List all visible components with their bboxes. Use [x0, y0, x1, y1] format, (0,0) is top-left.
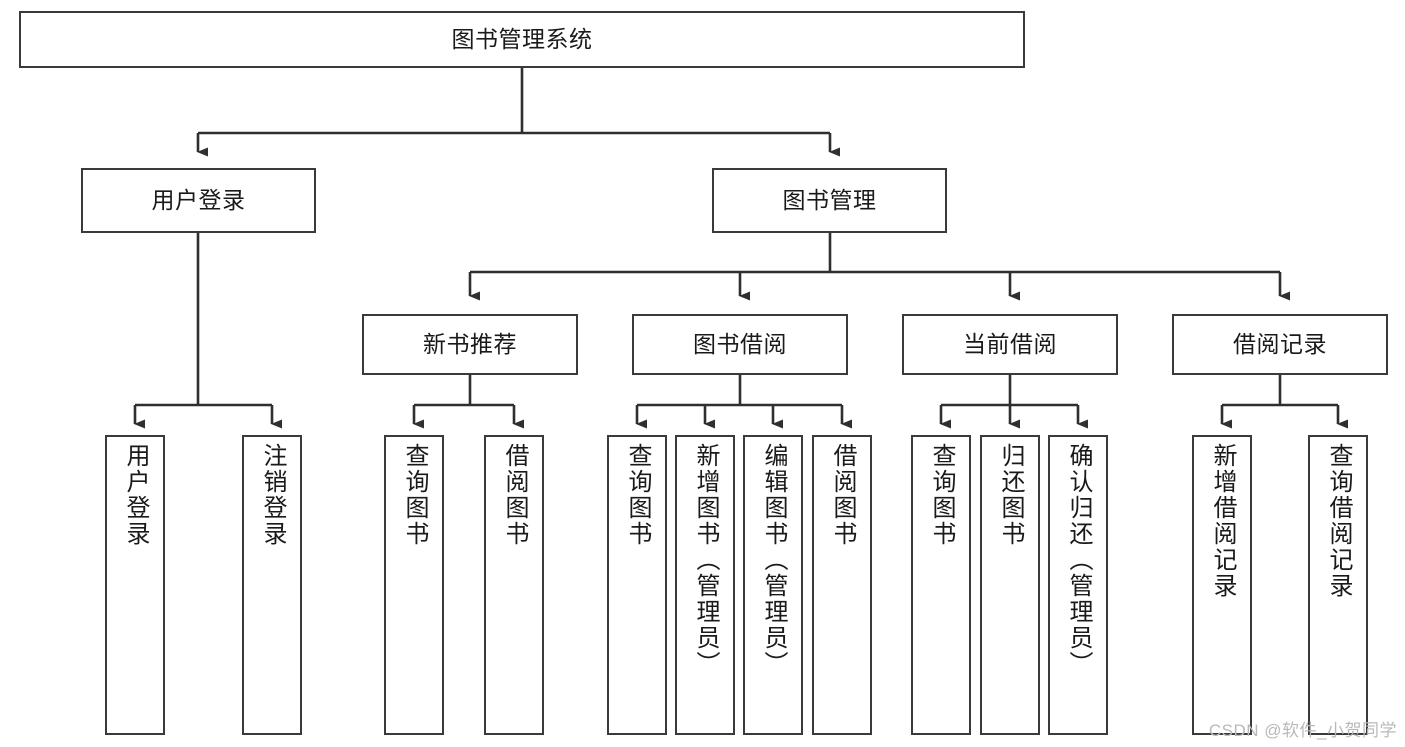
leaf-user-logout[interactable]: 注销登录 — [242, 435, 302, 735]
node-label: 借阅记录 — [1233, 330, 1327, 357]
node-borrow-record[interactable]: 借阅记录 — [1172, 314, 1388, 375]
node-label: 借阅图书 — [829, 443, 856, 547]
book-manage-connectors — [468, 233, 1290, 301]
node-label: 图书借阅 — [693, 330, 787, 357]
node-label: 编辑图书（管理员） — [760, 443, 787, 677]
node-label: 新增借阅记录 — [1209, 443, 1236, 599]
user-login-connectors — [133, 233, 282, 429]
leaf-current-query-book[interactable]: 查询图书 — [911, 435, 971, 735]
node-label: 用户登录 — [122, 443, 149, 547]
new-book-connectors — [412, 375, 524, 429]
node-label: 新书推荐 — [423, 330, 517, 357]
node-label: 查询借阅记录 — [1325, 443, 1352, 599]
leaf-current-return-book[interactable]: 归还图书 — [980, 435, 1040, 735]
leaf-borrow-add-book-admin[interactable]: 新增图书（管理员） — [675, 435, 735, 735]
leaf-record-add-record[interactable]: 新增借阅记录 — [1192, 435, 1252, 735]
root-connectors — [196, 68, 840, 157]
node-label: 查询图书 — [928, 443, 955, 547]
node-book-management[interactable]: 图书管理 — [712, 168, 947, 233]
node-label: 借阅图书 — [501, 443, 528, 547]
node-label: 注销登录 — [259, 443, 286, 547]
leaf-record-query-record[interactable]: 查询借阅记录 — [1308, 435, 1368, 735]
leaf-user-login[interactable]: 用户登录 — [105, 435, 165, 735]
leaf-borrow-query-book[interactable]: 查询图书 — [607, 435, 667, 735]
node-label: 查询图书 — [401, 443, 428, 547]
csdn-watermark: CSDN @软件_小贺同学 — [1208, 721, 1397, 740]
node-current-borrow[interactable]: 当前借阅 — [902, 314, 1118, 375]
current-borrow-connectors — [939, 375, 1088, 429]
node-new-book-recommend[interactable]: 新书推荐 — [362, 314, 578, 375]
node-label: 图书管理 — [782, 186, 877, 213]
node-label: 当前借阅 — [963, 330, 1057, 357]
leaf-recommend-query-book[interactable]: 查询图书 — [384, 435, 444, 735]
node-label: 用户登录 — [151, 186, 246, 213]
leaf-borrow-edit-book-admin[interactable]: 编辑图书（管理员） — [743, 435, 803, 735]
node-book-borrow[interactable]: 图书借阅 — [632, 314, 848, 375]
node-user-login[interactable]: 用户登录 — [81, 168, 316, 233]
book-borrow-connectors — [635, 375, 852, 429]
node-label: 新增图书（管理员） — [692, 443, 719, 677]
leaf-current-confirm-return-admin[interactable]: 确认归还（管理员） — [1048, 435, 1108, 735]
node-root-system[interactable]: 图书管理系统 — [19, 11, 1025, 68]
node-label: 查询图书 — [624, 443, 651, 547]
leaf-recommend-borrow-book[interactable]: 借阅图书 — [484, 435, 544, 735]
leaf-borrow-borrow-book[interactable]: 借阅图书 — [812, 435, 872, 735]
borrow-record-connectors — [1220, 375, 1348, 429]
node-label: 归还图书 — [997, 443, 1024, 547]
node-label: 确认归还（管理员） — [1065, 443, 1092, 677]
node-label: 图书管理系统 — [451, 25, 593, 52]
